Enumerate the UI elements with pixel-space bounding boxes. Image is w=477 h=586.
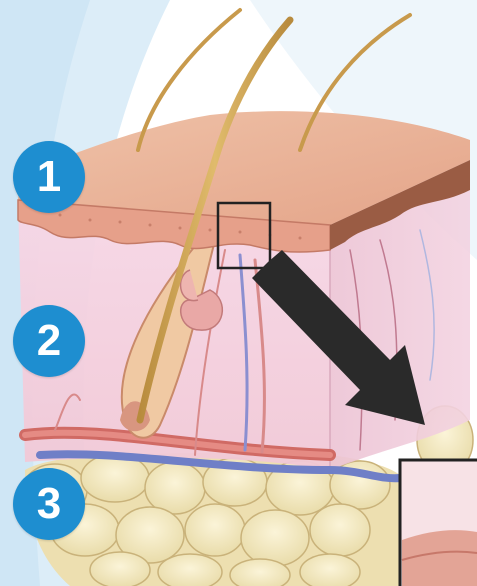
inset-detail-box	[400, 460, 477, 586]
subcutis-layer-badge: 3	[13, 468, 85, 540]
dermis-layer-badge: 2	[13, 305, 85, 377]
epidermis-layer-badge: 1	[13, 141, 85, 213]
